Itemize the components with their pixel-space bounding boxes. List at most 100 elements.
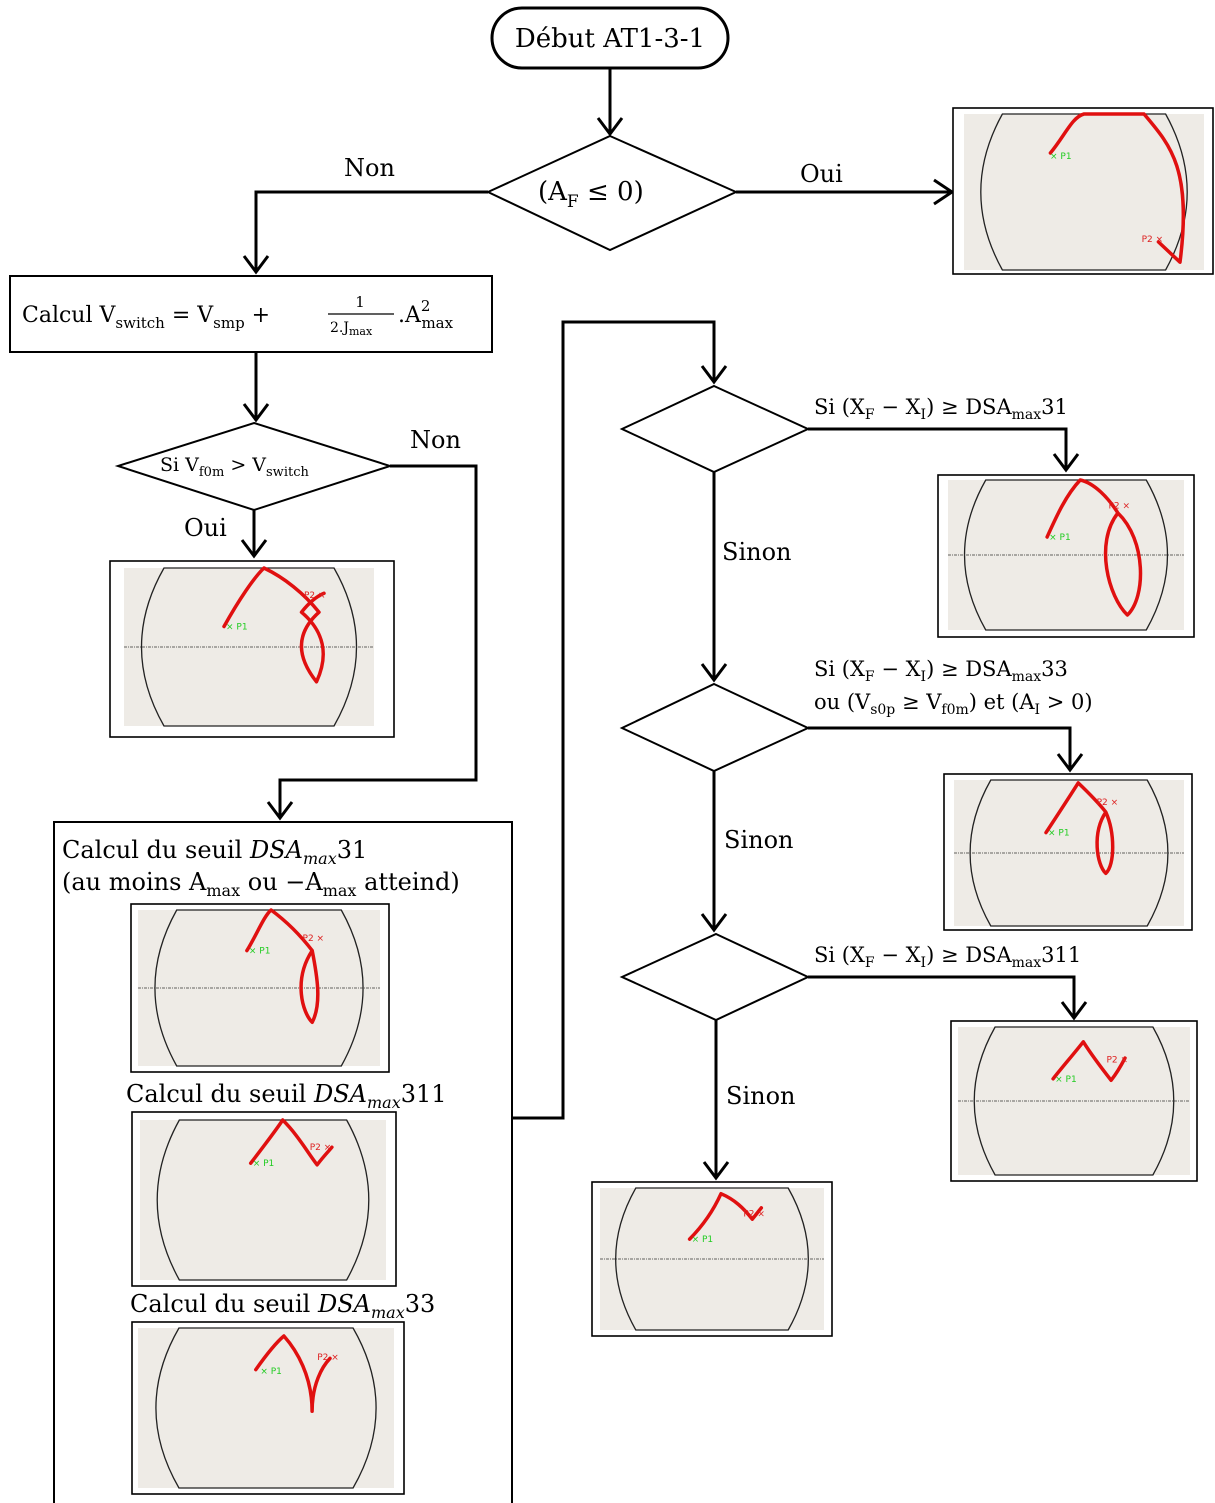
decision-vswitch-op: > V — [224, 454, 266, 476]
p2-label: P2 × — [303, 934, 325, 944]
p1-label: × P1 — [260, 1367, 282, 1377]
label-non-mid: Non — [410, 426, 461, 454]
barrel-outline — [140, 567, 358, 727]
svg-text:Si Vf0m > Vswitch: Si Vf0m > Vswitch — [160, 454, 309, 480]
calc-vswitch-prefix: Calcul V — [22, 303, 117, 328]
svg-text:(au moins Amax ou −Amax attein: (au moins Amax ou −Amax atteind) — [62, 868, 460, 900]
calc-vswitch-frac-num: 1 — [355, 293, 365, 311]
label-sinon3: Sinon — [726, 1082, 795, 1110]
connector-sinon2: Sinon — [700, 771, 793, 933]
calc31-line2-b: ou −A — [240, 868, 323, 896]
connector-oui-mid: Oui — [184, 510, 268, 559]
barrel-outline — [980, 113, 1188, 271]
connector-sinon3: Sinon — [702, 1020, 795, 1181]
calc33-prefix: Calcul du seuil — [130, 1290, 318, 1318]
label-oui-top: Oui — [800, 160, 843, 188]
svg-text:Calcul du seuil DSAmax33: Calcul du seuil DSAmax33 — [130, 1290, 435, 1322]
calc-vswitch-sub1: switch — [115, 314, 165, 332]
cond3-label: Si (XF − XI) ≥ DSAmax311 — [814, 943, 1081, 971]
calc-vswitch-tail-sub: max — [421, 314, 453, 332]
svg-text:Calcul du seuil DSAmax311: Calcul du seuil DSAmax311 — [126, 1080, 447, 1112]
connector-box-to-right — [512, 320, 728, 1120]
trajectory-curve — [1051, 1040, 1127, 1083]
calc-vswitch-frac-den-sub: max — [349, 325, 373, 338]
p2-label: P2 × — [1108, 502, 1130, 512]
barrel-outline — [969, 779, 1169, 927]
decision-vswitch-sub1: f0m — [199, 465, 224, 480]
calc31-line2-a: (au moins A — [62, 868, 207, 896]
p1-label: × P1 — [253, 1159, 275, 1169]
calc-vswitch-tail: .A — [398, 303, 422, 328]
cond2-label-line1: Si (XF − XI) ≥ DSAmax33 — [814, 657, 1068, 685]
svg-text:Calcul Vswitch = Vsmp +: Calcul Vswitch = Vsmp + — [22, 303, 270, 332]
calc31-line2-c: atteind) — [356, 868, 459, 896]
cond1-label: Si (XF − XI) ≥ DSAmax31 — [814, 395, 1068, 423]
panel-oui-mid: × P1 P2 × — [109, 560, 395, 738]
svg-text:Calcul du seuil DSAmax31: Calcul du seuil DSAmax31 — [62, 836, 367, 868]
calc33-num: 33 — [405, 1290, 436, 1318]
p2-label: P2 × — [1097, 798, 1119, 808]
calc311-prefix: Calcul du seuil — [126, 1080, 314, 1108]
trajectory-curve — [248, 1118, 334, 1167]
calc-vswitch-eq: = V — [165, 303, 214, 328]
decision-af: (AF ≤ 0) — [485, 134, 739, 252]
panel-cond1: × P1 P2 × — [937, 474, 1195, 638]
calc31-var: DSA — [249, 836, 303, 864]
calc-vswitch-frac-den: 2.J — [330, 320, 349, 336]
p1-label: × P1 — [1048, 829, 1070, 839]
connector-cond3-yes — [808, 975, 1088, 1021]
p1-label: × P1 — [226, 622, 248, 632]
calc33-var: DSA — [317, 1290, 371, 1318]
label-sinon2: Sinon — [724, 826, 793, 854]
connector-cond2-yes — [808, 726, 1084, 773]
decision-vswitch-sub2: switch — [266, 465, 309, 480]
trajectory-curve — [687, 1191, 764, 1241]
calc-vswitch-tail-sup: 2 — [421, 297, 431, 315]
connector-start-to-decision — [596, 68, 624, 137]
calc311-num: 311 — [401, 1080, 447, 1108]
barrel-outline — [615, 1187, 809, 1331]
svg-text:2.Jmax: 2.Jmax — [330, 320, 373, 338]
barrel-outline — [963, 479, 1169, 631]
panel-sinon3: × P1 P2 × — [591, 1181, 833, 1337]
cond2-label-line2: ou (Vs0p ≥ Vf0m) et (AI > 0) — [814, 690, 1093, 718]
calc311-var: DSA — [313, 1080, 367, 1108]
calc31-num: 31 — [337, 836, 368, 864]
decision-cond1 — [619, 384, 811, 474]
p1-label: × P1 — [692, 1235, 714, 1245]
p2-label: P2 × — [1142, 235, 1164, 245]
decision-cond2 — [619, 682, 811, 773]
p1-label: × P1 — [1049, 533, 1071, 543]
panel-calc31: × P1 P2 × — [130, 903, 390, 1073]
calc311-sub: max — [367, 1093, 401, 1112]
p2-label: P2 × — [304, 591, 326, 601]
calc-vswitch-plus: + — [245, 303, 270, 328]
connector-calc-to-decision2 — [242, 352, 270, 423]
trajectory-curve — [1045, 478, 1143, 617]
p2-label: P2 × — [743, 1210, 765, 1220]
connector-non-top: Non — [242, 154, 488, 275]
trajectory-curve — [222, 566, 326, 684]
calc31-line2-sub2: max — [323, 881, 357, 900]
trajectory-curve — [245, 908, 320, 1025]
trajectory-curve — [1044, 781, 1115, 876]
connector-sinon1: Sinon — [700, 472, 791, 683]
label-non-top: Non — [344, 154, 395, 182]
barrel-outline — [155, 1327, 377, 1489]
decision-vswitch: Si Vf0m > Vswitch — [114, 421, 394, 512]
barrel-outline — [154, 909, 364, 1067]
barrel-outline — [156, 1119, 370, 1281]
p1-label: × P1 — [249, 947, 271, 957]
decision-vswitch-prefix: Si V — [160, 454, 199, 476]
label-sinon1: Sinon — [722, 538, 791, 566]
calc31-prefix: Calcul du seuil — [62, 836, 250, 864]
trajectory-curve — [254, 1334, 332, 1413]
decision-af-open: (A — [538, 177, 568, 207]
svg-text:(AF ≤ 0): (AF ≤ 0) — [538, 177, 644, 212]
p1-label: × P1 — [1055, 1075, 1077, 1085]
